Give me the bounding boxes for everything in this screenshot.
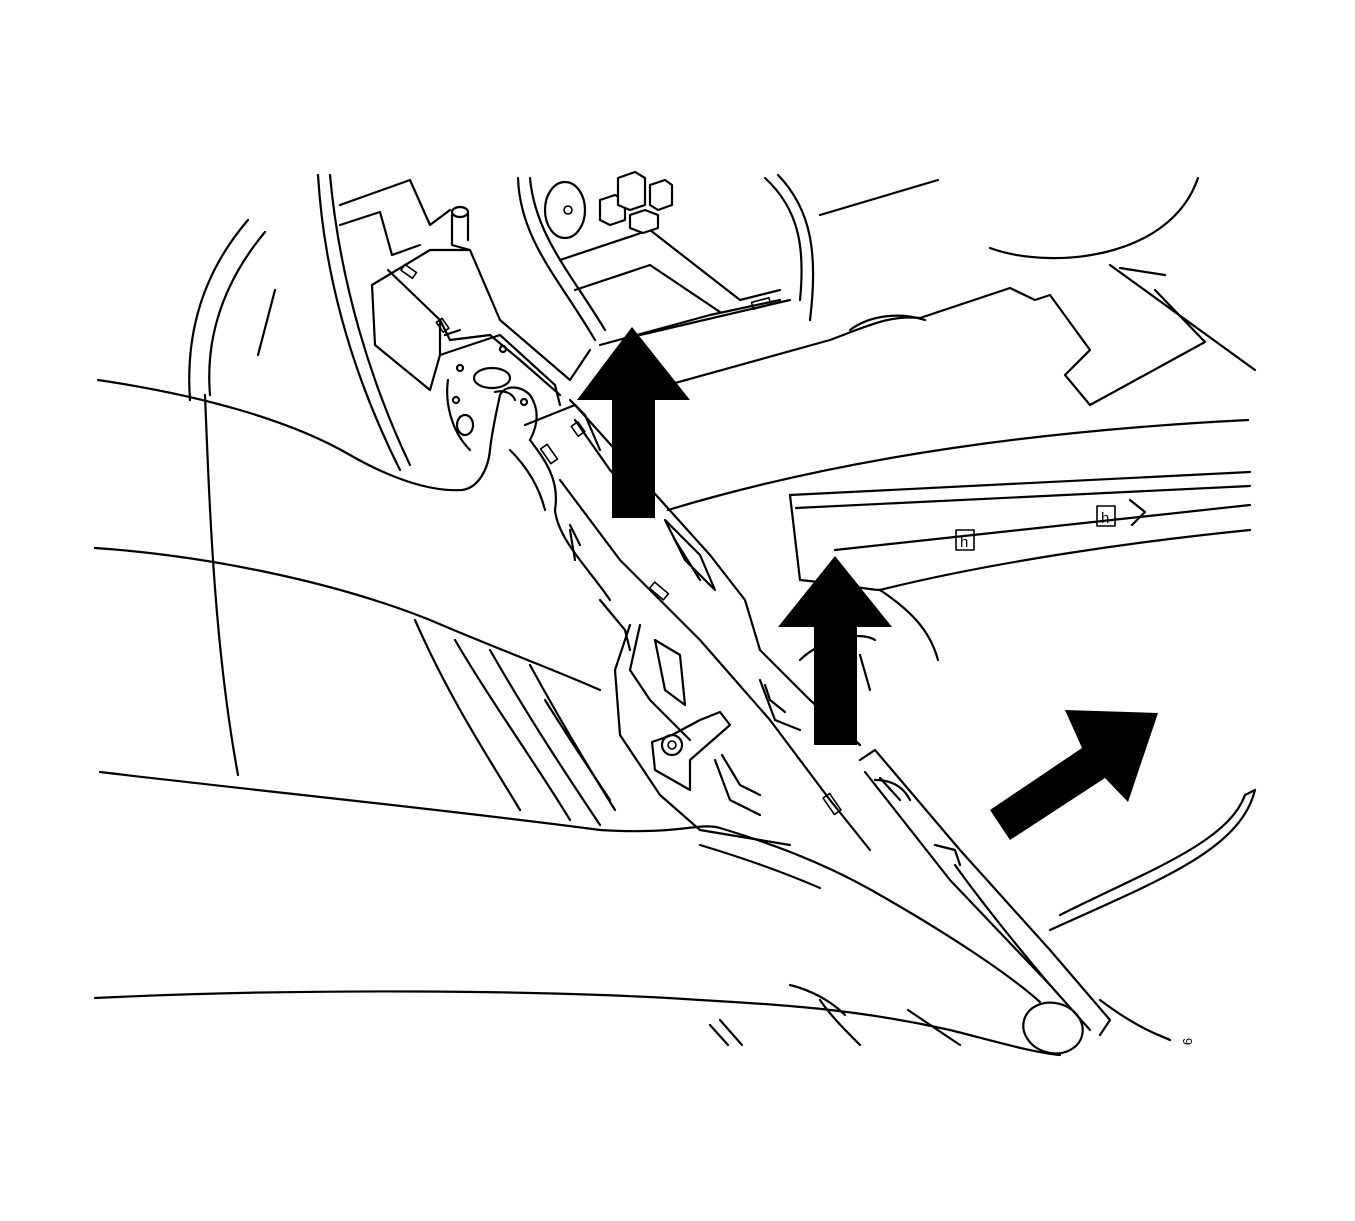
sill-trim-plate [523,398,1112,1037]
lower-hand [93,770,1084,1057]
clip-mark-right: h [1101,510,1109,527]
upper-hand [93,378,612,692]
clip-mark-left: h [960,534,968,551]
upper-lift-arrow-icon [577,327,690,518]
lower-lift-arrow-icon [778,556,892,745]
dashboard-structure [188,170,1257,777]
diagonal-push-arrow-icon [990,710,1158,840]
figure-reference-code: 6 [1180,1037,1196,1046]
floor-area [413,618,1257,1042]
direction-arrows [577,327,1158,840]
trim-panel: h h [666,418,1252,692]
